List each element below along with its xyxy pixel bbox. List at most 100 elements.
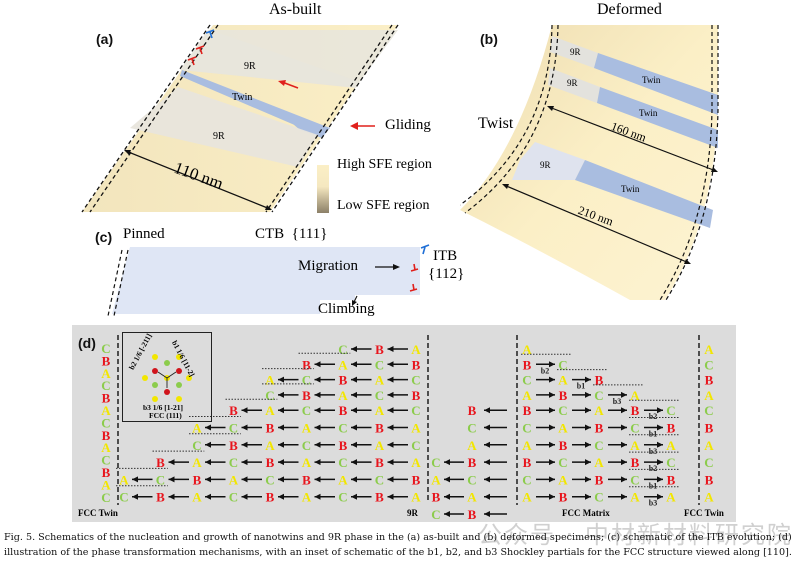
shift-arrow-left-head [387,476,394,483]
shift-letter: B [302,472,311,487]
shift-arrow-right-head [621,441,627,448]
twin-column-letter: C [704,357,713,372]
matrix-letter: C [522,373,531,388]
twin-column-letter: B [102,353,111,368]
label-9r-bottom: 9R [213,131,225,142]
twin-column-letter: C [704,455,713,470]
shift-arrow-left-head [351,346,357,352]
shift-letter: B [412,472,421,487]
fcc-111-atoms [142,354,192,402]
shift-letter: C [558,455,567,470]
shift-letter: B [302,357,311,372]
shift-letter: B [156,490,165,505]
twin-column-letter: A [704,342,714,357]
shift-arrow-left-head [484,459,490,466]
shift-arrow-left-head [387,493,394,500]
shift-letter: B [375,421,384,436]
matrix-letter: B [523,403,532,418]
nine-r-band-bottom [130,87,318,167]
shift-letter: A [192,421,202,436]
shift-arrow-left-head [205,424,211,431]
shift-letter: B [193,472,202,487]
shift-arrow-left-head [314,424,321,431]
shift-letter: B [468,507,477,522]
matrix-letter: C [522,472,531,487]
shift-letter: B [266,455,275,470]
shift-letter: A [594,403,604,418]
shift-letter: A [630,490,640,505]
shift-letter: A [338,388,348,403]
shift-arrow-left-head [314,376,321,383]
twin-band [180,70,330,135]
panel-a: (a) As-built 9R Twin 9R 110 nm Gliding H… [0,0,460,220]
shift-arrow-left-head [278,391,284,398]
panel-c-figure [107,244,430,317]
shift-letter: C [156,472,165,487]
shift-letter: A [338,472,348,487]
twin-column-letter: B [102,465,111,480]
shift-letter: A [338,357,348,372]
shift-arrow-left-head [278,493,284,500]
partial-label-b3: b3 [613,397,621,406]
shift-letter: A [630,438,640,453]
twin-column-letter: A [101,477,111,492]
shift-arrow-left-head [205,476,211,483]
shift-letter: C [302,438,311,453]
partial-label-b2: b2 [541,366,549,375]
shift-letter: C [302,403,311,418]
label-9r: 9R [407,508,418,518]
shift-arrow-left-head [484,511,490,517]
shift-letter: A [375,438,385,453]
nine-r-band-2 [548,68,600,103]
label-fcc-twin-left: FCC Twin [78,508,118,518]
shift-letter: C [411,438,420,453]
shift-arrow-left-head [278,407,284,414]
label-9r-top: 9R [244,61,256,72]
shift-arrow-left-head [351,407,357,414]
shift-letter: B [468,455,477,470]
shift-letter: A [265,373,275,388]
shift-arrow-left-head [484,493,490,500]
shift-arrow-left-head [278,476,284,483]
shift-arrow-left-head [314,441,321,448]
twin-column-letter: A [704,438,714,453]
twin-column-letter: C [101,415,110,430]
shift-letter: B [266,490,275,505]
shift-letter: A [229,472,239,487]
shift-arrow-left-head [484,407,490,414]
shift-arrow-right-head [549,391,555,398]
shift-letter: C [666,455,675,470]
shift-letter: B [631,455,640,470]
shift-letter: C [229,421,238,436]
itb-label: ITB [433,248,458,264]
shift-arrow-right-head [657,459,663,466]
shift-arrow-left-head [241,441,248,448]
twin-column-letter: A [704,490,714,505]
sfe-legend-gradient [317,165,329,213]
shift-arrow-left-head [241,459,248,466]
fcc-inset: b2 1/6 [-211] b1 1/6 [11-2] b3 1/6 [1-21… [122,332,212,422]
shift-letter: C [431,455,440,470]
caption-line-1: Fig. 5. Schematics of the nucleation and… [4,532,792,543]
label-twin-b3: Twin [621,184,640,194]
shift-letter: A [302,421,312,436]
shift-letter: C [265,388,274,403]
shift-letter: A [467,490,477,505]
shift-letter: B [339,373,348,388]
pinned-label: Pinned [123,226,165,242]
shift-arrow-right-head [585,407,591,414]
shift-arrow-left-head [205,459,211,466]
shift-arrow-right-head [585,376,591,383]
shift-letter: B [412,388,421,403]
shift-letter: B [631,403,640,418]
shift-arrow-left-head [387,459,394,466]
panel-a-label: (a) [96,31,114,47]
shift-arrow-right-head [657,441,663,448]
legend-low-sfe: Low SFE region [337,198,430,213]
shift-arrow-left-head [278,441,284,448]
shift-letter: C [375,472,384,487]
shift-letter: A [302,490,312,505]
shift-arrow-right-head [657,493,663,500]
shift-letter: A [265,403,275,418]
shift-letter: C [594,388,603,403]
